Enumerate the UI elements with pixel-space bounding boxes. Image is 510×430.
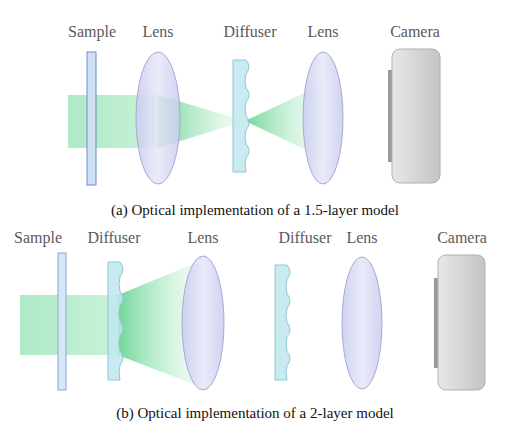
- diffuser: [233, 60, 249, 172]
- camera-body: [392, 49, 440, 183]
- diffuser-outline: [108, 262, 123, 380]
- sample-plate: [58, 253, 66, 390]
- part-label: Camera: [437, 229, 487, 247]
- part-label: Camera: [390, 23, 440, 41]
- part-label: Sample: [68, 23, 116, 41]
- lens: [303, 52, 343, 184]
- lens: [342, 257, 382, 389]
- lens: [182, 256, 224, 390]
- part-label: Diffuser: [223, 23, 276, 41]
- lens: [136, 52, 180, 184]
- diffuser-outline: [233, 60, 249, 172]
- part-label: Lens: [346, 229, 377, 247]
- part-label: Diffuser: [87, 229, 140, 247]
- sample-plate: [87, 52, 96, 185]
- light-beam: [20, 295, 120, 355]
- diffuser: [108, 262, 123, 380]
- part-label: Diffuser: [278, 229, 331, 247]
- camera-body: [438, 255, 485, 390]
- part-label: Lens: [307, 23, 338, 41]
- caption: (a) Optical implementation of a 1.5-laye…: [111, 201, 399, 219]
- caption: (b) Optical implementation of a 2-layer …: [116, 404, 393, 422]
- diffuser: [275, 265, 290, 380]
- part-label: Sample: [14, 229, 62, 247]
- part-label: Lens: [187, 229, 218, 247]
- part-label: Lens: [142, 23, 173, 41]
- diffuser-outline: [275, 265, 290, 380]
